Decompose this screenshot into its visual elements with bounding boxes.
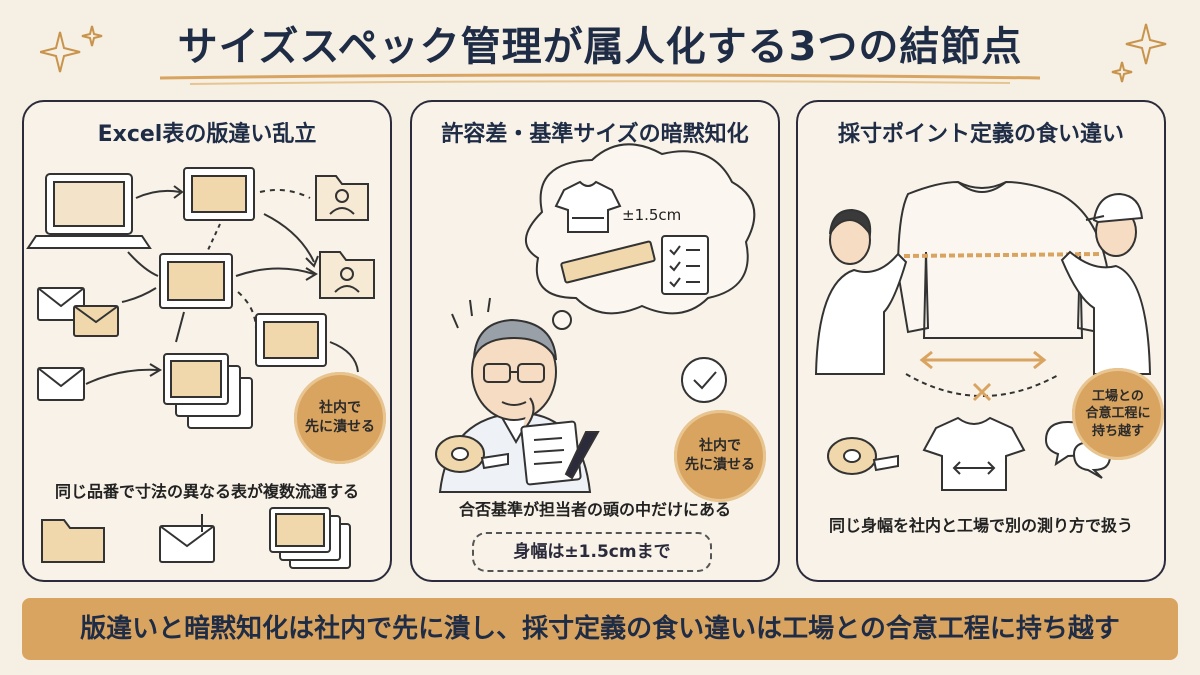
- measuring-tape-icon: [827, 437, 899, 475]
- title-underline: [159, 73, 1041, 85]
- spreadsheet-icon: [183, 167, 255, 221]
- tshirt-icon: [554, 180, 622, 233]
- status-badge-internal: 社内で 先に潰せる: [294, 372, 386, 464]
- panel-tacit-knowledge: 許容差・基準サイズの暗黙知化: [410, 100, 780, 582]
- status-badge-factory: 工場との 合意工程に 持ち越す: [1072, 368, 1164, 460]
- sparkle-icon: [1111, 23, 1167, 83]
- measuring-tape-icon: [435, 435, 509, 473]
- notepad-icon: [520, 420, 582, 486]
- thinking-lines: [451, 297, 491, 329]
- panel-title: 採寸ポイント定義の食い違い: [837, 122, 1124, 147]
- spreadsheet-stack-icon: [163, 353, 253, 429]
- ruler-icon: [560, 240, 656, 284]
- email-icon: [73, 305, 119, 337]
- page-title: サイズスペック管理が属人化する3つの結節点: [177, 24, 1023, 70]
- mismatch-arc: [905, 373, 1061, 397]
- panel-title: 許容差・基準サイズの暗黙知化: [441, 122, 749, 147]
- spreadsheet-stack-icon: [269, 507, 351, 569]
- panel-caption: 合否基準が担当者の頭の中だけにある: [458, 500, 731, 519]
- thinking-person-illustration: [435, 143, 756, 493]
- excel-flow-illustration: [26, 167, 375, 569]
- panel-caption: 同じ身幅を社内と工場で別の測り方で扱う: [828, 516, 1133, 535]
- mismatch-x-icon: [972, 382, 992, 402]
- user-folder-icon: [315, 175, 369, 221]
- check-circle-icon: [681, 357, 727, 403]
- spreadsheet-icon: [255, 313, 327, 367]
- checklist-icon: [661, 235, 709, 295]
- width-arrow: [919, 350, 1047, 370]
- panel-excel-versions: Excel表の版違い乱立: [22, 100, 392, 582]
- tolerance-label: ±1.5cm: [622, 206, 682, 224]
- panel-measurement-definition: 採寸ポイント定義の食い違い: [796, 100, 1166, 582]
- laptop-icon: [26, 173, 152, 249]
- tshirt-icon: [922, 416, 1026, 491]
- user-folder-icon: [319, 251, 375, 299]
- spreadsheet-icon: [159, 253, 233, 309]
- tolerance-rule-pill: 身幅は±1.5cmまで: [472, 532, 712, 572]
- worker-woman-figure: [814, 208, 908, 375]
- panel-caption: 同じ品番で寸法の異なる表が複数流通する: [54, 482, 359, 501]
- summary-banner: 版違いと暗黙知化は社内で先に潰し、採寸定義の食い違いは工場との合意工程に持ち越す: [22, 598, 1178, 660]
- worker-man-figure: [1060, 192, 1152, 375]
- email-icon: [37, 287, 85, 321]
- panel-title: Excel表の版違い乱立: [97, 122, 317, 147]
- sparkle-icon: [40, 25, 103, 73]
- pen-icon: [564, 431, 600, 480]
- thought-cloud: [524, 143, 756, 315]
- status-badge-internal: 社内で 先に潰せる: [674, 410, 766, 502]
- flow-arrows: [85, 185, 359, 385]
- folder-icon: [41, 519, 105, 563]
- email-icon: [37, 367, 85, 401]
- email-clip-icon: [159, 514, 215, 563]
